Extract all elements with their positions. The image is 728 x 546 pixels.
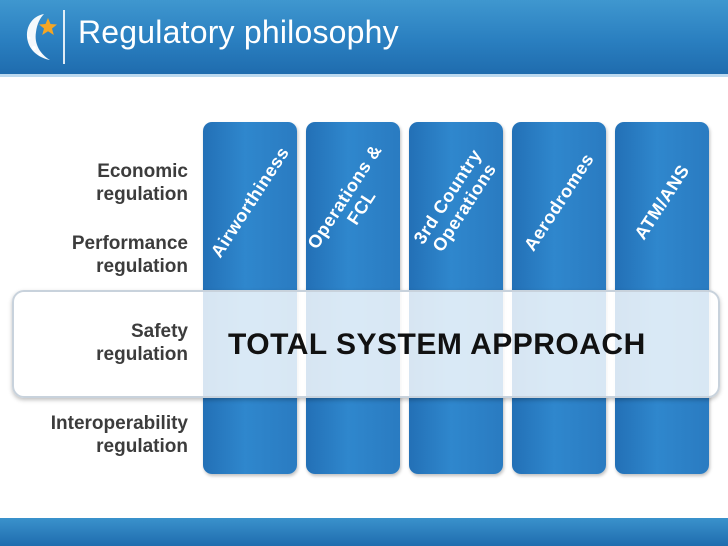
column-label-atm-ans: ATM/ANS xyxy=(630,160,694,244)
header-underline xyxy=(0,74,728,77)
slide-title: Regulatory philosophy xyxy=(78,14,399,50)
easa-logo-icon xyxy=(26,14,57,60)
column-label-aerodromes: Aerodromes xyxy=(520,149,598,255)
footer-bar xyxy=(0,518,728,546)
column-label-airworthiness: Airworthiness xyxy=(206,142,294,262)
total-system-approach-band xyxy=(12,290,720,398)
header-divider xyxy=(63,10,65,64)
column-label-operations-fcl: Operations &FCL xyxy=(303,140,386,253)
band-title: TOTAL SYSTEM APPROACH xyxy=(228,328,646,361)
header-bar xyxy=(0,0,728,74)
